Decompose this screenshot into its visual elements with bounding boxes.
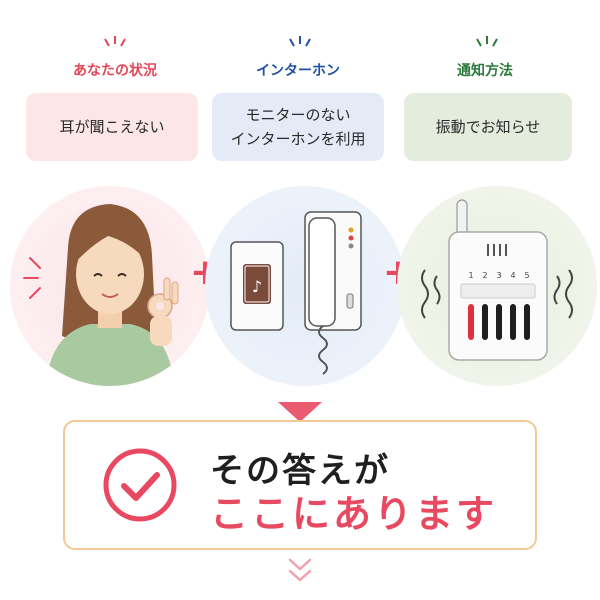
music-note-icon: ♪ [252, 277, 262, 296]
intercom-text-1: モニターのない [245, 106, 351, 124]
intercom-icon: ♪ [230, 211, 362, 375]
channel-number: 4 [510, 271, 515, 280]
answer-line-1: その答えが [210, 451, 390, 491]
channel-number: 1 [468, 271, 473, 280]
sparkle-icon [104, 36, 126, 47]
woman-icon [23, 204, 179, 386]
intercom-box: モニターのない インターホンを利用 [212, 93, 384, 161]
intercom-title: インターホン [256, 63, 340, 79]
check-circle-icon [103, 448, 177, 522]
answer-line-2: ここにあります [210, 492, 498, 536]
situation-box: 耳が聞こえない [26, 93, 198, 161]
down-triangle-icon [278, 402, 322, 422]
sparkle-icon [289, 36, 311, 47]
intercom-text-2: インターホンを利用 [230, 130, 366, 148]
channel-number: 3 [496, 271, 501, 280]
sparkle-icon [476, 36, 498, 47]
vibrating-receiver-icon: 1 2 3 4 5 [421, 199, 573, 361]
notify-text: 振動でお知らせ [435, 118, 541, 136]
woman-illustration [10, 186, 210, 386]
notify-title: 通知方法 [457, 63, 513, 79]
receiver-illustration: 1 2 3 4 5 [397, 186, 597, 386]
notify-box: 振動でお知らせ [404, 93, 572, 161]
double-chevron-down-icon [288, 558, 312, 582]
intercom-illustration: ♪ [205, 186, 405, 386]
situation-title: あなたの状況 [73, 63, 157, 79]
answer-box [63, 420, 537, 550]
channel-number: 2 [482, 271, 487, 280]
channel-number: 5 [524, 271, 529, 280]
situation-text: 耳が聞こえない [59, 118, 165, 136]
